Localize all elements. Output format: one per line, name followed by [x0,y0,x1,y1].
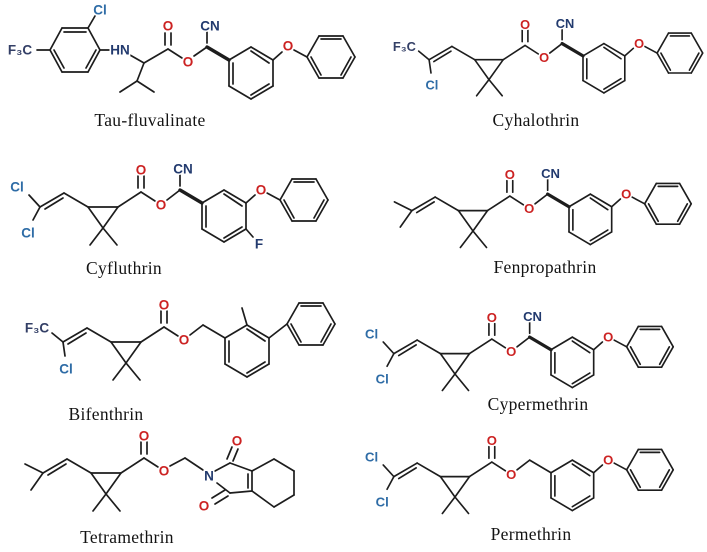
atom-label: O [159,298,170,313]
atom-label: O [539,50,549,65]
atom-label: Cl [426,78,439,93]
atom-label: O [505,167,515,182]
atom-label: O [603,453,613,468]
atom-label: Cl [365,327,378,342]
atom-label: O [156,198,167,213]
atom-label: O [621,187,631,202]
atom-label: Cl [59,362,73,377]
atom-label: O [506,344,516,359]
atom-label: CN [523,309,542,324]
atom-label: O [183,55,194,70]
molecule-4: F₃C Cl O O [23,296,336,381]
atom-label: CN [556,16,575,31]
atom-label: O [159,464,170,479]
atom-label: Cl [21,226,35,241]
atom-label: O [232,434,243,449]
molecule-1: F₃C Cl O O CN O [391,15,704,97]
compound-label-bifenthrin: Bifenthrin [68,404,144,424]
atom-label: O [603,330,613,345]
compound-label-tau-fluvalinate: Tau-fluvalinate [94,110,206,130]
atom-label: O [524,201,534,216]
atom-label: Cl [376,371,389,386]
atom-label: CN [541,166,560,181]
atom-label: O [634,36,644,51]
atom-label: F₃C [393,39,416,54]
atom-label: N [204,469,214,484]
atom-label: O [283,39,294,54]
atom-label: O [487,310,497,325]
compound-label-tetramethrin: Tetramethrin [80,527,174,547]
atom-label: O [256,183,267,198]
molecule-3: O O CN O [393,165,693,249]
compound-label-permethrin: Permethrin [490,524,572,544]
atom-label: O [520,17,530,32]
atom-label: F [255,237,263,252]
atom-label: Cl [365,450,378,465]
atom-label: O [487,433,497,448]
atom-label: Cl [10,180,24,195]
compound-label-cyfluthrin: Cyfluthrin [86,258,162,278]
compound-label-cyhalothrin: Cyhalothrin [492,110,580,130]
atom-label: CN [200,19,220,34]
atom-label: Cl [93,3,107,18]
compound-label-fenpropathrin: Fenpropathrin [493,257,597,277]
atom-label: O [139,429,150,444]
atom-label: O [136,163,147,178]
atom-label: O [163,19,174,34]
atom-label: O [199,499,210,514]
atom-label: CN [173,162,193,177]
atom-label: F₃C [8,43,32,58]
atom-label: Cl [376,494,389,509]
atom-label: O [179,333,190,348]
atom-label: HN [110,43,130,58]
compound-label-cypermethrin: Cypermethrin [487,394,589,414]
atom-label: F₃C [25,321,49,336]
atom-label: O [506,467,516,482]
